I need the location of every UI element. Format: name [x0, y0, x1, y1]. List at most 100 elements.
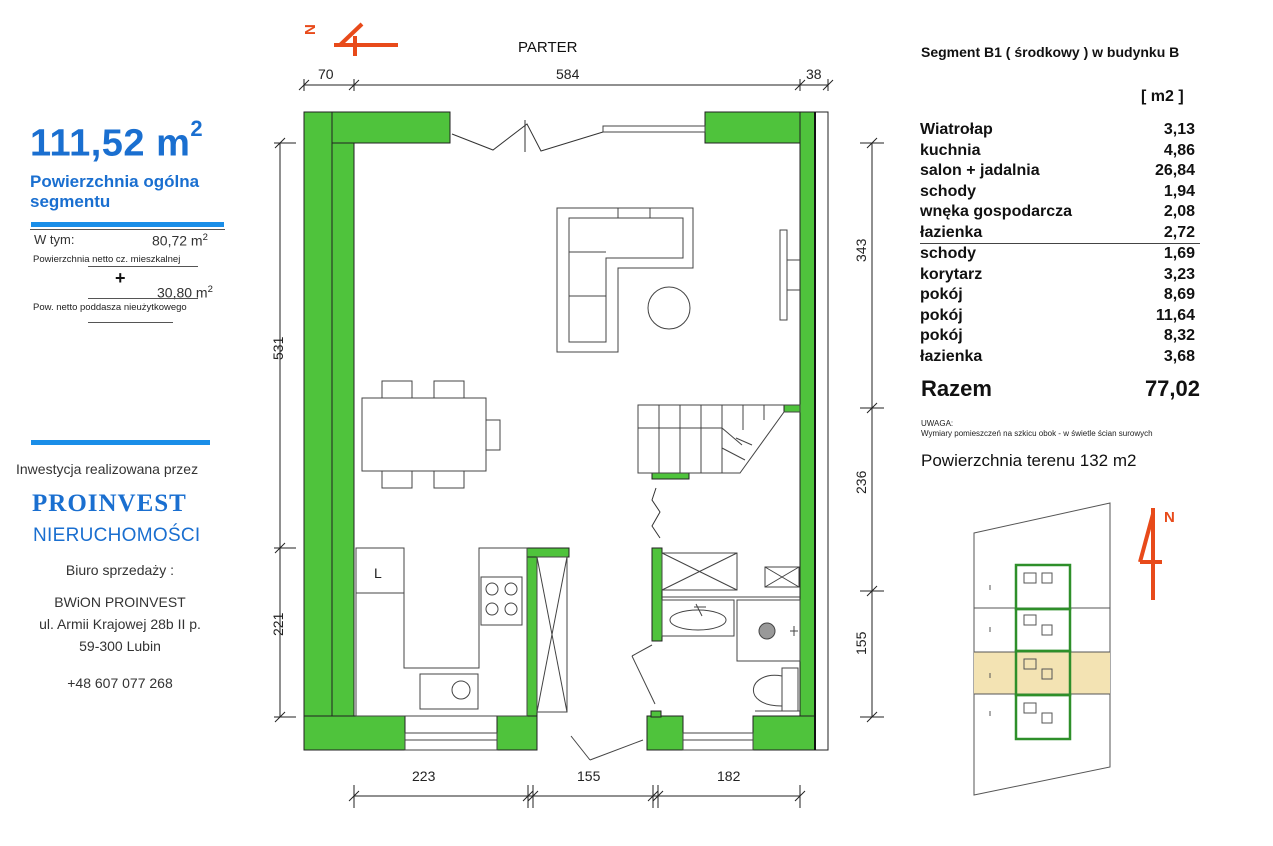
- divider-line: [88, 322, 173, 323]
- room-name: Wiatrołap: [920, 121, 993, 138]
- room-row: schody 1,69: [920, 244, 1200, 265]
- room-name: pokój: [920, 327, 963, 344]
- total-area-caption: Powierzchnia ogólna segmentu: [30, 172, 200, 211]
- room-row: Wiatrołap 3,13: [920, 120, 1200, 141]
- room-name: pokój: [920, 306, 963, 324]
- room-name: schody: [920, 245, 977, 262]
- office-name: BWiON PROINVEST: [54, 594, 186, 610]
- divider-line: [88, 266, 198, 267]
- room-area: 4,86: [1163, 141, 1195, 159]
- dim-top-1: 70: [318, 66, 334, 82]
- net-living-caption: Powierzchnia netto cz. mieszkalnej: [33, 254, 181, 265]
- company-logo-name: PROINVEST: [32, 490, 187, 517]
- total-area: 111,52 m2: [30, 116, 204, 165]
- dim-bottom-1: 223: [412, 768, 436, 784]
- windows: [404, 125, 754, 751]
- dim-left-1: 531: [270, 336, 286, 360]
- room-name: korytarz: [920, 265, 983, 283]
- map-compass-icon: N: [1138, 508, 1175, 600]
- svg-text:N: N: [1164, 509, 1175, 526]
- room-area: 11,64: [1155, 306, 1195, 324]
- compass-icon: N: [302, 22, 398, 56]
- address-street: ul. Armii Krajowej 28b II p.: [39, 616, 201, 632]
- dim-right-1: 343: [853, 238, 869, 262]
- tv-icon: [779, 229, 788, 321]
- dim-top-3: 38: [806, 66, 822, 82]
- dimension-top: [298, 79, 834, 91]
- site-map: [973, 502, 1111, 796]
- room-row: łazienka 2,72: [920, 223, 1200, 244]
- room-area: 1,94: [1163, 182, 1195, 200]
- investor-line: Inwestycja realizowana przez: [16, 461, 199, 477]
- divider-line: [88, 298, 198, 299]
- divider-bar: [31, 440, 210, 445]
- svg-text:N: N: [302, 24, 319, 35]
- attic-value: 30,80 m2: [157, 284, 213, 301]
- plus-sign: +: [115, 268, 126, 288]
- segment-title: Segment B1 ( środkowy ) w budynku B: [921, 44, 1180, 60]
- room-name: łazienka: [920, 347, 983, 365]
- dimension-left: [274, 137, 296, 723]
- room-row: schody 1,94: [920, 182, 1200, 203]
- room-area: 3,68: [1163, 347, 1195, 365]
- divider-bar: [31, 222, 224, 227]
- room-name: łazienka: [920, 223, 983, 241]
- phone-number: +48 607 077 268: [67, 675, 173, 691]
- room-row: pokój 11,64: [920, 306, 1200, 327]
- dim-top-2: 584: [556, 66, 580, 82]
- coffee-table-icon: [647, 286, 691, 330]
- room-name: wnęka gospodarcza: [920, 203, 1073, 220]
- room-row: łazienka 3,68: [920, 347, 1200, 368]
- rooms-table: Wiatrołap 3,13 kuchnia 4,86 salon + jadaln…: [920, 120, 1200, 367]
- address-city: 59-300 Lubin: [79, 638, 161, 654]
- dim-right-2: 236: [853, 470, 869, 494]
- dim-bottom-3: 182: [717, 768, 741, 784]
- stairs-icon: [637, 404, 801, 474]
- room-area: 1,69: [1163, 245, 1195, 262]
- net-living-value: 80,72 m2: [152, 232, 208, 249]
- room-area: 8,32: [1163, 327, 1195, 344]
- plot-area: Powierzchnia terenu 132 m2: [921, 451, 1137, 470]
- attic-caption: Pow. netto poddasza nieużytkowego: [33, 302, 187, 313]
- room-name: salon + jadalnia: [920, 162, 1040, 179]
- dimension-right: [860, 137, 884, 723]
- room-row: pokój 8,32: [920, 326, 1200, 347]
- dining-table-icon: [361, 380, 501, 489]
- dimension-bottom: [348, 785, 806, 808]
- room-row: salon + jadalnia 26,84: [920, 161, 1200, 182]
- walls: [303, 111, 829, 751]
- dim-left-2: 221: [270, 612, 286, 636]
- room-area: 26,84: [1154, 162, 1195, 179]
- sofa-icon: [556, 207, 694, 353]
- breakdown-label: W tym:: [34, 232, 75, 247]
- room-row: kuchnia 4,86: [920, 141, 1200, 162]
- room-row: wnęka gospodarcza 2,08: [920, 202, 1200, 223]
- room-row: korytarz 3,23: [920, 265, 1200, 286]
- note: UWAGA: Wymiary pomieszczeń na szkicu obo…: [921, 419, 1153, 439]
- room-area: 2,08: [1163, 203, 1195, 220]
- bathroom-fixtures: [661, 552, 801, 712]
- wardrobe-icon: [536, 556, 568, 713]
- room-area: 2,72: [1163, 223, 1195, 241]
- office-label: Biuro sprzedaży :: [65, 562, 175, 578]
- room-name: kuchnia: [920, 141, 981, 159]
- room-name: pokój: [920, 286, 963, 303]
- plan-title: PARTER: [518, 39, 578, 56]
- unit-header: [ m2 ]: [1141, 88, 1184, 105]
- note-text: Wymiary pomieszczeń na szkicu obok - w ś…: [921, 429, 1153, 438]
- kitchen-label: L: [374, 565, 382, 581]
- room-area: 8,69: [1163, 286, 1195, 303]
- note-title: UWAGA:: [921, 419, 954, 428]
- dim-bottom-2: 155: [577, 768, 601, 784]
- total-value: 77,02: [1144, 376, 1200, 401]
- room-area: 3,23: [1163, 265, 1195, 283]
- divider-line: [30, 229, 225, 230]
- wall-outer-right: [814, 111, 829, 751]
- room-area: 3,13: [1163, 121, 1195, 138]
- room-name: schody: [920, 182, 977, 200]
- kitchen-counter: [355, 547, 528, 717]
- company-logo-sub: NIERUCHOMOŚCI: [33, 525, 201, 546]
- dim-right-3: 155: [853, 631, 869, 655]
- total-label: Razem: [921, 376, 992, 401]
